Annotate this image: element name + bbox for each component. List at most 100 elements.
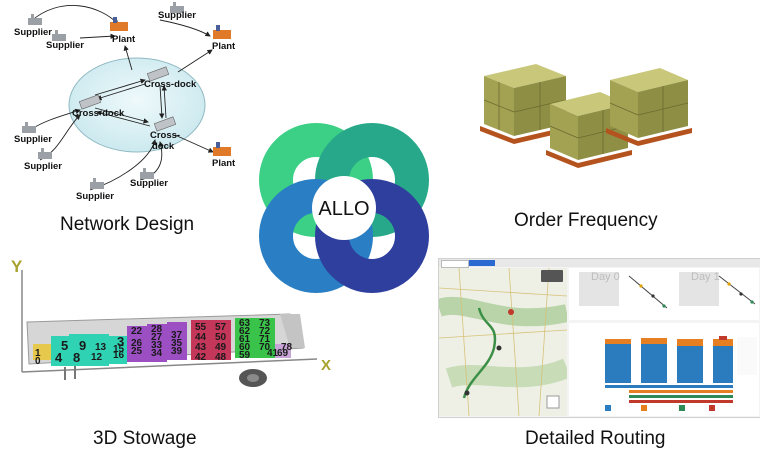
- stowage-box-number: 15: [113, 344, 125, 355]
- crossdock-truck-icon: [153, 116, 177, 132]
- y-axis-label: Y: [11, 257, 23, 276]
- day-gantt-svg: Day 0 Day 1: [579, 271, 756, 309]
- network-design-caption: Network Design: [60, 214, 195, 235]
- stowage-box-number: 72: [259, 326, 271, 337]
- plant-label: Plant: [212, 158, 236, 169]
- stowage-box-number: 8: [73, 350, 80, 365]
- stowage-box-number: 63: [239, 318, 251, 329]
- load-bar-chart: [569, 323, 759, 416]
- plant-icon: [213, 142, 231, 156]
- routing-panel: Day 0 Day 1: [438, 258, 760, 418]
- supplier-label: Supplier: [14, 134, 52, 145]
- map-settings-icon[interactable]: [541, 270, 563, 282]
- crossdock-label-line2: dock: [152, 141, 175, 152]
- stowage-box-number: 43: [195, 342, 207, 353]
- stowage-box-number: 73: [259, 318, 271, 329]
- stowage-box-number: 16: [113, 350, 125, 361]
- stowage-box-number: 0: [35, 356, 41, 367]
- stowage-box-number: 5: [61, 338, 68, 353]
- route-stop-marker[interactable]: [496, 345, 502, 351]
- stowage-box-number: 48: [215, 352, 227, 363]
- stowage-box-number: 25: [131, 346, 143, 357]
- stowage-box-number: 27: [151, 332, 163, 343]
- routing-tab-bar: [439, 259, 760, 268]
- stowage-box-number: 44: [195, 332, 207, 343]
- stowage-box-number: 1: [35, 348, 41, 359]
- supplier-label: Supplier: [46, 40, 84, 51]
- stowage-box-number: 62: [239, 326, 251, 337]
- supplier-icon: [38, 148, 52, 159]
- stowage-box-number: 13: [95, 342, 107, 353]
- supplier-icon: [28, 14, 42, 25]
- supplier-icon: [170, 2, 184, 13]
- stowage-box-number: 50: [215, 332, 227, 343]
- zoom-control-icon[interactable]: [546, 395, 560, 409]
- supplier-icon: [52, 30, 66, 41]
- stowage-box-number: 39: [171, 346, 183, 357]
- crossdock-label: Cross- dock: [150, 130, 183, 152]
- allo-logo: ALLO: [254, 118, 434, 298]
- allo-label: ALLO: [318, 198, 369, 220]
- pallet-stack: [546, 92, 632, 168]
- stowage-box-number: 70: [259, 342, 271, 353]
- route-stop-marker[interactable]: [508, 309, 514, 315]
- load-bar-chart-svg: [605, 336, 757, 411]
- stowage-box-number: 69: [277, 348, 289, 359]
- stowage-box-number: 35: [171, 338, 183, 349]
- stowage-box-number: 12: [91, 352, 103, 363]
- stowage-box-number: 71: [259, 334, 271, 345]
- network-diagram: Supplier Supplier Supplier Plant Plant C…: [14, 2, 236, 202]
- x-axis-line: [21, 358, 318, 373]
- stowage-caption: 3D Stowage: [93, 428, 197, 449]
- crossdock-label: Cross-dock: [72, 108, 125, 119]
- route-stop-marker[interactable]: [464, 390, 470, 396]
- pallet-stacks: [480, 64, 692, 168]
- order-frequency-panel: [470, 40, 710, 175]
- supplier-icon: [90, 178, 104, 189]
- day-0-label: Day 0: [591, 271, 620, 283]
- stowage-box-number: 28: [151, 324, 163, 335]
- supplier-label: Supplier: [158, 10, 196, 21]
- plant-icon: [213, 25, 231, 39]
- stowage-box-number: 41: [267, 348, 279, 359]
- stowage-box-number: 61: [239, 334, 251, 345]
- crossdock-label: Cross-dock: [144, 79, 197, 90]
- stowage-box-number: 26: [131, 338, 143, 349]
- supplier-label: Supplier: [130, 178, 168, 189]
- supplier-label: Supplier: [76, 191, 114, 202]
- pallet-stack: [606, 68, 692, 146]
- route-line: [462, 307, 497, 399]
- stowage-box-number: 9: [79, 338, 86, 353]
- crossdock-truck-icon: [78, 94, 102, 110]
- plant-icon: [110, 17, 128, 31]
- trailer-end: [280, 314, 305, 348]
- allo-rings: ALLO: [259, 123, 429, 293]
- plant-label: Plant: [212, 41, 236, 52]
- route-tab-inactive[interactable]: [441, 260, 469, 268]
- supplier-icon: [140, 168, 154, 179]
- stowage-box-number: 55: [195, 322, 207, 333]
- route-tab-active[interactable]: [469, 260, 495, 266]
- supplier-label: Supplier: [14, 27, 52, 38]
- order-frequency-caption: Order Frequency: [514, 210, 658, 231]
- plant-label: Plant: [112, 34, 136, 45]
- day-1-label: Day 1: [691, 271, 720, 283]
- stowage-box-number: 78: [281, 342, 293, 353]
- crossdock-truck-icon: [146, 66, 170, 82]
- logo-center: [312, 176, 376, 240]
- stowage-box-number: 42: [195, 352, 207, 363]
- network-region-ellipse: [68, 57, 206, 153]
- stowage-box-number: 37: [171, 330, 183, 341]
- supplier-label: Supplier: [24, 161, 62, 172]
- stowage-box-number: 49: [215, 342, 227, 353]
- stowage-box-number: 33: [151, 340, 163, 351]
- route-map[interactable]: [439, 268, 567, 416]
- day-gantt: Day 0 Day 1: [569, 268, 759, 320]
- routing-caption: Detailed Routing: [525, 428, 666, 449]
- stowage-box-number: 34: [151, 348, 163, 359]
- route-map-svg: [439, 268, 567, 416]
- stowage-box-number: 4: [55, 350, 63, 365]
- network-design-panel: Supplier Supplier Supplier Plant Plant C…: [0, 0, 250, 205]
